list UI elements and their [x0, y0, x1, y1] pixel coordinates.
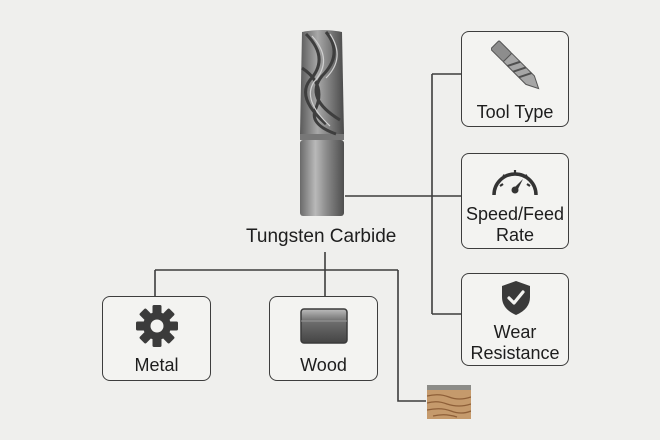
tool-type-label: Tool Type: [476, 102, 554, 122]
wear-resistance-label: Wear Resistance: [470, 322, 560, 363]
metal-block-icon: [300, 308, 348, 344]
wood-label: Wood: [300, 355, 347, 375]
speed-feed-label-line1: Speed/Feed Rate: [465, 204, 565, 245]
connector-to-wood-sample: [397, 270, 426, 402]
drill-bit-icon: [491, 40, 540, 90]
speed-feed-box[interactable]: Speed/Feed Rate: [461, 153, 569, 249]
metal-box[interactable]: Metal: [102, 296, 211, 381]
tool-type-box[interactable]: Tool Type: [461, 31, 569, 127]
wood-box[interactable]: Wood: [269, 296, 378, 381]
end-mill-icon: [300, 30, 344, 216]
speed-feed-label: Speed/Feed Rate: [462, 204, 568, 246]
gear-icon: [136, 305, 178, 347]
metal-label: Metal: [134, 355, 179, 375]
speedometer-icon: [492, 170, 538, 196]
wood-grain-icon: [427, 385, 471, 419]
shield-check-icon: [502, 281, 530, 315]
wear-resistance-box[interactable]: Wear Resistance: [461, 273, 569, 366]
center-label: Tungsten Carbide: [246, 226, 397, 247]
